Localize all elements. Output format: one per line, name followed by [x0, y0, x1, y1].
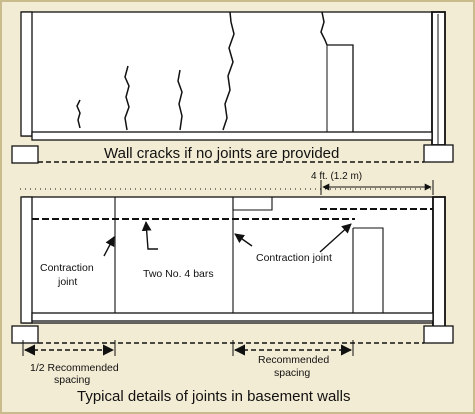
top-left-column: [20, 11, 33, 137]
label-contraction-joint-left-1: Contraction: [40, 262, 94, 274]
label-half-spacing-2: spacing: [54, 374, 90, 386]
leader-contraction-joint-right: [319, 223, 352, 253]
crack-2: [124, 65, 130, 131]
label-spacing-2: spacing: [274, 367, 310, 379]
bottom-right-footing: [423, 325, 454, 344]
bottom-wall: [22, 196, 434, 324]
label-spacing-1: Recommended: [258, 354, 329, 366]
label-bars: Two No. 4 bars: [143, 268, 214, 280]
crack-1: [76, 99, 81, 129]
bottom-panel: 4 ft. (1.2 m) Contraction joint Two No. …: [11, 171, 454, 386]
crack-6: [327, 44, 354, 132]
top-panel: Wall cracks if no joints are provided: [11, 11, 454, 164]
top-left-footing: [11, 145, 39, 164]
leader-contraction-joint-mid: [234, 233, 253, 247]
crack-5: [320, 11, 328, 46]
top-caption: Wall cracks if no joints are provided: [104, 145, 339, 162]
leader-bars: [141, 221, 158, 250]
contraction-joint-step-3: [353, 227, 384, 313]
figure-caption: Typical details of joints in basement wa…: [77, 388, 350, 405]
label-half-spacing-1: 1/2 Recommended: [30, 362, 119, 374]
label-contraction-joint-right: Contraction joint: [256, 252, 332, 264]
top-right-footing: [423, 144, 454, 163]
crack-3: [177, 69, 183, 131]
leader-contraction-joint-left: [103, 236, 115, 257]
contraction-joint-offset: [232, 197, 273, 211]
label-contraction-joint-left-2: joint: [57, 276, 77, 288]
top-floor-slab: [31, 131, 433, 141]
bottom-right-column: [432, 196, 446, 333]
crack-4: [222, 11, 235, 131]
bottom-left-footing: [11, 325, 39, 344]
bottom-left-column: [20, 196, 33, 324]
bottom-floor-slab: [31, 312, 434, 322]
dimension-label: 4 ft. (1.2 m): [311, 171, 362, 182]
